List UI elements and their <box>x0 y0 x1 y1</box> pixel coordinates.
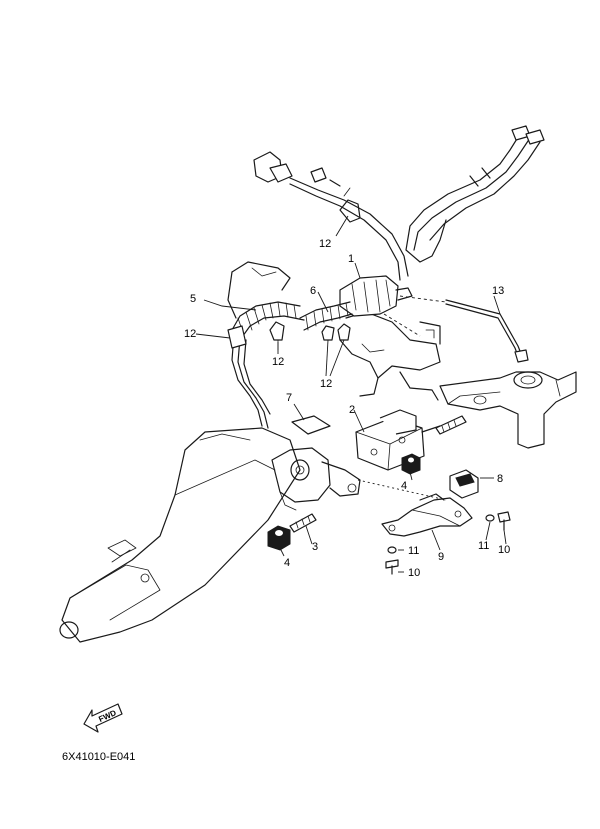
fwd-arrow-icon: FWD <box>83 703 123 733</box>
part-3-stud-bolt <box>289 513 317 533</box>
part-1-switch-block <box>339 275 413 317</box>
callout-4-lower: 4 <box>284 557 290 569</box>
callout-12-middle: 12 <box>272 356 284 368</box>
callout-11-right: 11 <box>478 540 489 552</box>
leader-lines <box>195 215 507 573</box>
callout-1: 1 <box>348 253 354 265</box>
fwd-label: FWD <box>97 708 118 724</box>
callout-10-right: 10 <box>498 544 510 556</box>
callout-12-lower: 12 <box>320 378 332 390</box>
part-10-screw-right <box>497 511 511 531</box>
wire-harness <box>253 125 545 281</box>
part-13-rod <box>445 299 529 363</box>
part-4-nut-lower <box>267 525 291 551</box>
callout-3: 3 <box>312 541 318 553</box>
part-10-screw-lower <box>385 559 399 575</box>
callout-10-lower: 10 <box>408 567 420 579</box>
callout-4-upper: 4 <box>401 480 407 492</box>
tiller-bracket <box>271 447 361 511</box>
callout-13: 13 <box>492 285 504 297</box>
callout-5: 5 <box>190 293 196 305</box>
part-11-washer-lower <box>387 546 397 554</box>
part-9-plate <box>381 493 473 537</box>
callout-12-left: 12 <box>184 328 196 340</box>
callout-2: 2 <box>349 404 355 416</box>
callout-12-top: 12 <box>319 238 331 250</box>
callout-6: 6 <box>310 285 316 297</box>
part-8-cap <box>449 469 479 499</box>
part-6-corrugated-tube <box>299 301 353 331</box>
lower-wires <box>227 321 351 429</box>
callout-9: 9 <box>438 551 444 563</box>
part-4-nut-upper <box>401 453 421 475</box>
part-7-pad <box>291 415 331 435</box>
callout-7: 7 <box>286 392 292 404</box>
callout-11-lower: 11 <box>408 545 419 557</box>
callout-labels: 1 2 3 4 4 5 6 7 8 9 10 10 11 11 12 12 12… <box>184 238 510 579</box>
steering-arm <box>439 371 577 449</box>
steering-housing <box>227 261 441 401</box>
tiller-handle <box>59 427 301 643</box>
diagram-code: 6X41010-E041 <box>62 751 135 763</box>
part-11-washer-right <box>485 514 495 522</box>
callout-8: 8 <box>497 473 503 485</box>
